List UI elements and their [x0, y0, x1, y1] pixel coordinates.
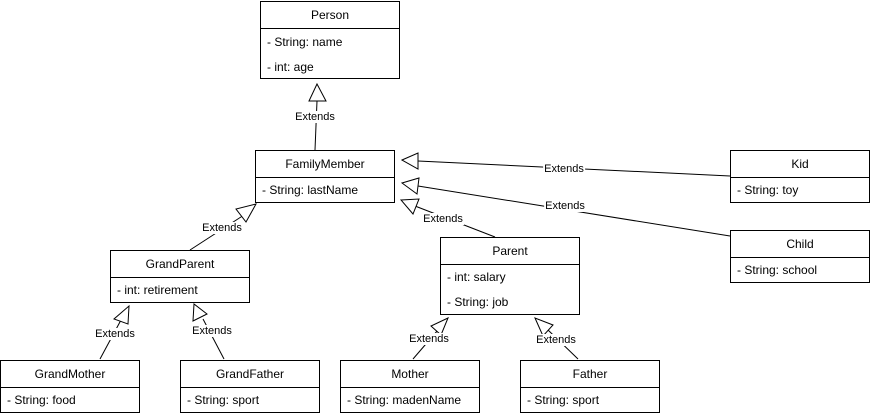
class-name: Child — [731, 231, 869, 258]
class-parent[interactable]: Parent - int: salary - String: job — [440, 237, 580, 315]
class-grandfather[interactable]: GrandFather - String: sport — [180, 360, 320, 413]
edge-label-father-parent: Extends — [535, 334, 577, 346]
class-attribute: - String: name — [267, 35, 343, 49]
class-attribute: - String: sport — [527, 393, 600, 407]
class-name: GrandParent — [111, 251, 249, 278]
class-person[interactable]: Person - String: name - int: age — [260, 1, 400, 79]
edge-familymember-person — [308, 82, 327, 151]
edge-label-mother-parent: Extends — [408, 333, 450, 345]
edge-label-parent-familymember: Extends — [422, 213, 464, 225]
class-familymember[interactable]: FamilyMember - String: lastName — [255, 150, 395, 203]
class-attribute: - int: salary — [447, 270, 506, 284]
class-attribute: - String: job — [447, 295, 509, 309]
edge-label-familymember-person: Extends — [294, 111, 336, 123]
class-grandmother[interactable]: GrandMother - String: food — [0, 360, 140, 413]
edge-label-child-familymember: Extends — [544, 200, 586, 212]
class-attribute: - String: lastName — [262, 183, 359, 197]
class-name: GrandMother — [1, 361, 139, 388]
class-attribute: - int: age — [267, 60, 314, 74]
edge-label-grandfather-grandparent: Extends — [191, 325, 233, 337]
class-mother[interactable]: Mother - String: madenName — [340, 360, 480, 413]
class-attribute: - String: sport — [187, 393, 260, 407]
class-attribute: - String: school — [737, 263, 818, 277]
class-name: Kid — [731, 151, 869, 178]
class-name: Parent — [441, 238, 579, 265]
class-attribute: - String: toy — [737, 183, 799, 197]
class-name: Father — [521, 361, 659, 388]
class-grandparent[interactable]: GrandParent - int: retirement — [110, 250, 250, 303]
class-attribute: - String: food — [7, 393, 76, 407]
class-attribute: - String: madenName — [347, 393, 462, 407]
edge-label-grandparent-familymember: Extends — [201, 222, 243, 234]
class-attribute: - int: retirement — [117, 283, 198, 297]
edge-label-grandmother-grandparent: Extends — [94, 328, 136, 340]
class-name: Person — [261, 2, 399, 29]
class-name: FamilyMember — [256, 151, 394, 178]
class-father[interactable]: Father - String: sport — [520, 360, 660, 413]
class-name: Mother — [341, 361, 479, 388]
edge-label-kid-familymember: Extends — [543, 163, 585, 175]
class-name: GrandFather — [181, 361, 319, 388]
class-child[interactable]: Child - String: school — [730, 230, 870, 283]
class-kid[interactable]: Kid - String: toy — [730, 150, 870, 203]
